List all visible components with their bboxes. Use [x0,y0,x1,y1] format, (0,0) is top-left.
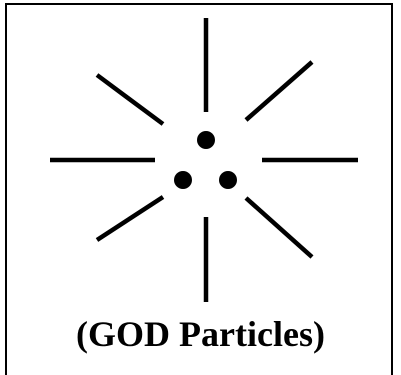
ray-bottom-right [246,198,312,257]
ray-top-left [97,75,163,124]
figure-caption: (GOD Particles) [0,312,401,356]
particle-left [174,171,192,189]
ray-top-right [246,62,312,120]
particle-top [197,131,215,149]
ray-bottom-left [97,197,163,240]
particle-right [219,171,237,189]
